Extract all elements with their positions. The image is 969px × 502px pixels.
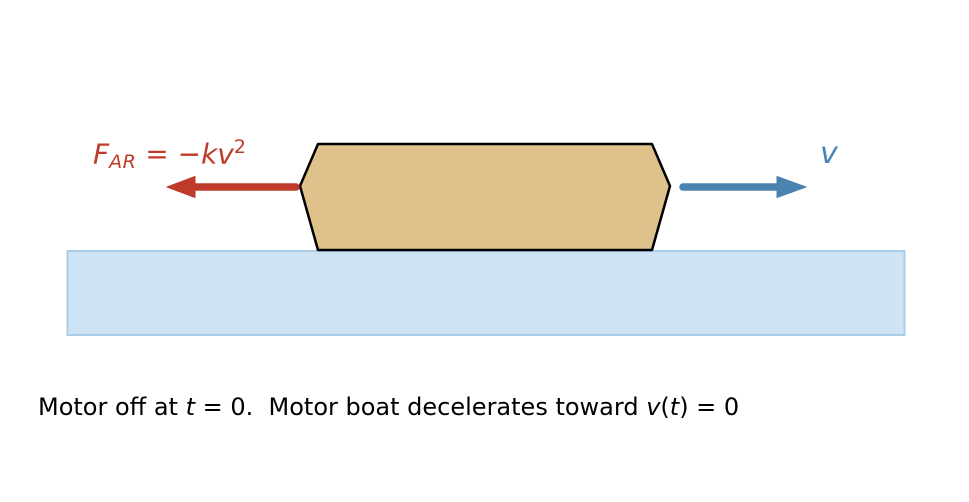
velocity-arrowhead-icon [776, 176, 807, 198]
squared-exponent: 2 [233, 136, 246, 158]
drag-force-arrow [166, 176, 300, 198]
drag-force-equation: FAR = −kv2 [93, 136, 246, 174]
equals-minus-sign: = − [136, 137, 202, 171]
caption-t-symbol: t [669, 393, 680, 421]
caption-text: = 0. Motor boat decelerates toward [195, 393, 647, 421]
caption-v-symbol: v [646, 393, 661, 421]
water-surface [66, 250, 906, 336]
force-subscript: AR [109, 151, 137, 174]
kv-term: kv [201, 137, 234, 171]
force-symbol: F [93, 137, 110, 171]
caption-text: ) = 0 [679, 393, 740, 421]
caption: Motor off at t = 0. Motor boat decelerat… [38, 395, 739, 419]
boat-hull [298, 142, 672, 252]
velocity-label: v [820, 136, 838, 171]
drag-force-arrowhead-icon [166, 176, 196, 198]
caption-text: Motor off at [38, 393, 186, 421]
caption-paren: ( [660, 393, 670, 421]
velocity-arrow [679, 176, 807, 198]
caption-t-symbol: t [185, 393, 195, 421]
